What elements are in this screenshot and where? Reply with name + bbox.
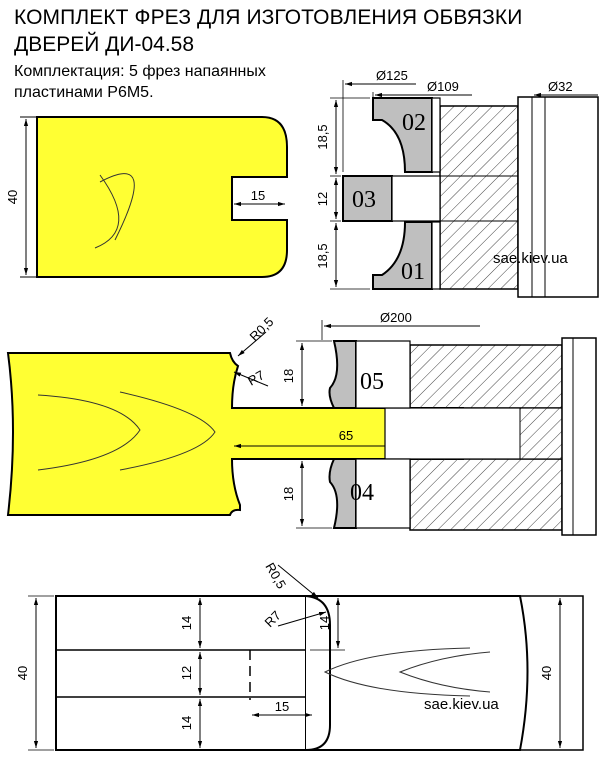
h-bot-label: 14 (179, 716, 194, 730)
top-workpiece (36, 116, 288, 278)
diam-32-label: Ø32 (548, 79, 573, 94)
cutter-stack-middle: 05 04 (328, 337, 597, 536)
h-bot-label: 18,5 (315, 243, 330, 268)
middle-height-dims: 18 18 (281, 340, 332, 529)
spike-length-label: 65 (339, 428, 353, 443)
part-height-left-label: 40 (15, 666, 30, 680)
title-line-1: КОМПЛЕКТ ФРЕЗ ДЛЯ ИЗГОТОВЛЕНИЯ ОБВЯЗКИ (14, 6, 523, 29)
title-line-2: ДВЕРЕЙ ДИ-04.58 (14, 33, 195, 56)
cutter-05-label: 05 (360, 369, 384, 395)
cutter-04-label: 04 (350, 480, 374, 506)
middle-diameter-dim: Ø200 (321, 310, 480, 340)
top-workpiece-height-dim: 40 (5, 116, 36, 278)
h-right-label: 14 (317, 616, 332, 630)
radius-05-label: R0,5 (262, 560, 289, 591)
bottom-groove-depth-dim: 15 (252, 699, 312, 718)
cutter-03-label: 03 (352, 187, 376, 213)
top-diameter-dims: Ø125 Ø109 Ø32 (342, 68, 598, 172)
site-label-top: sae.kiev.ua (493, 250, 568, 267)
h-top-label: 18 (281, 369, 296, 383)
top-groove-depth-dim: 15 (234, 188, 285, 207)
bottom-height-dims: 40 14 12 14 14 40 (15, 595, 563, 751)
site-label-bottom: sae.kiev.ua (424, 696, 499, 713)
part-height-right-label: 40 (539, 666, 554, 680)
cutter-01-label: 01 (401, 259, 425, 285)
h-mid-label: 12 (315, 192, 330, 206)
h-mid-label: 12 (179, 666, 194, 680)
diam-109-label: Ø109 (427, 79, 459, 94)
groove-depth-label: 15 (251, 188, 265, 203)
h-top-label: 18,5 (315, 124, 330, 149)
kit-note-line-2: пластинами Р6М5. (14, 84, 154, 101)
h-top-label: 14 (179, 616, 194, 630)
diam-125-label: Ø125 (376, 68, 408, 83)
top-height-dims: 18,5 12 18,5 (315, 97, 370, 290)
middle-radius-dims: R0,5 R7 (233, 314, 277, 389)
radius-05-label: R0,5 (247, 314, 277, 344)
bottom-assembly (55, 595, 584, 751)
cutter-02-label: 02 (402, 110, 426, 136)
cutter-stack-top: 02 03 01 (342, 96, 599, 298)
groove-depth-label: 15 (275, 699, 289, 714)
h-bot-label: 18 (281, 487, 296, 501)
middle-workpiece (6, 352, 464, 516)
kit-note-line-1: Комплектация: 5 фрез напаянных (14, 63, 266, 80)
radius-7-label: R7 (245, 367, 267, 388)
part-height-label: 40 (5, 190, 20, 204)
diam-200-label: Ø200 (380, 310, 412, 325)
